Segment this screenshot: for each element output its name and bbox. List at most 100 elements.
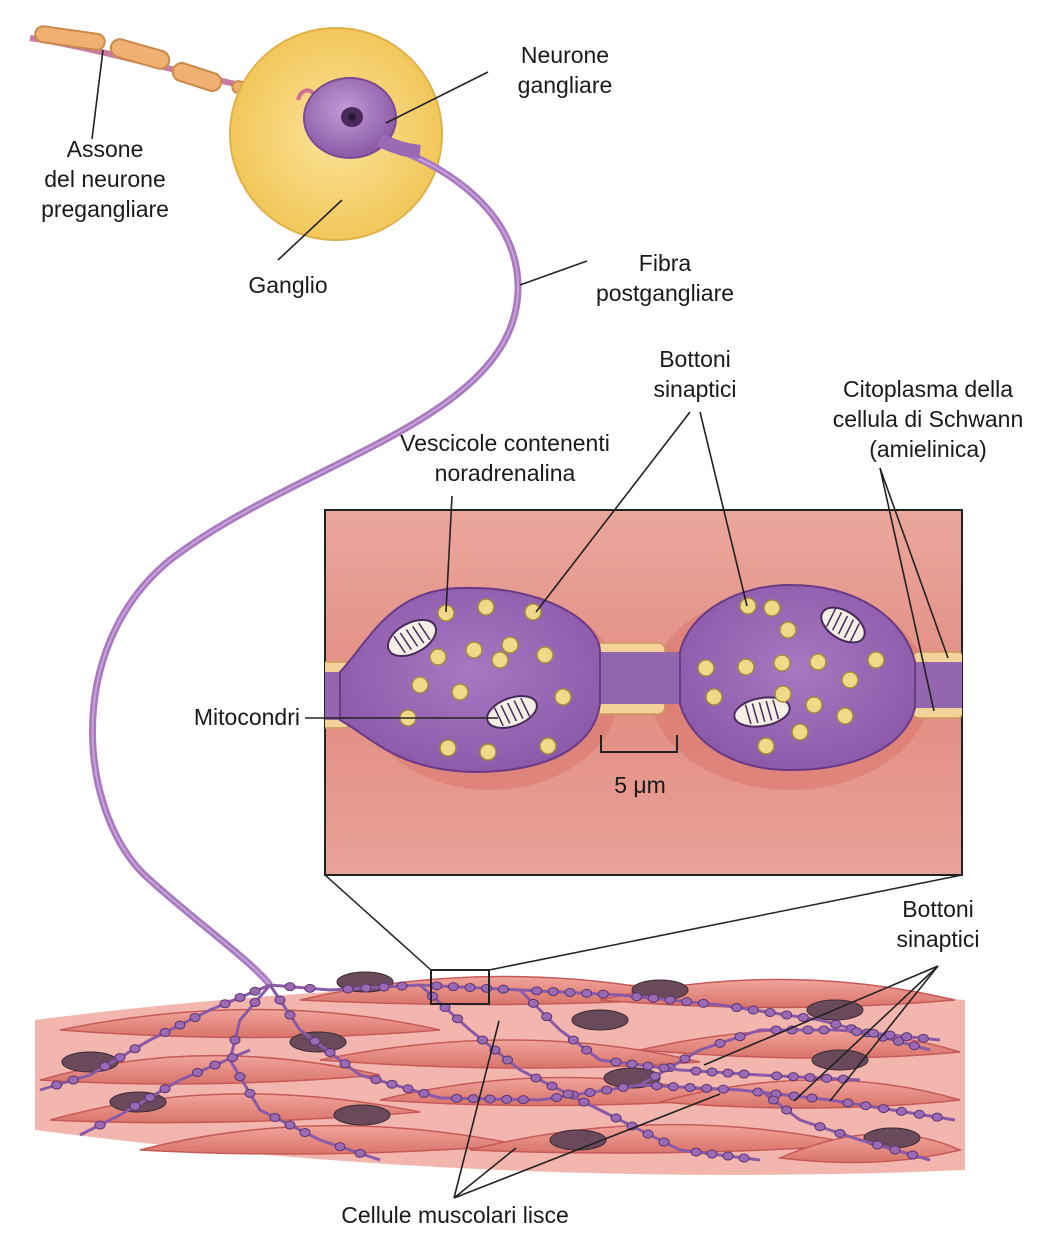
varicosity xyxy=(130,1102,140,1110)
varicosity xyxy=(518,1096,528,1104)
vesicle xyxy=(810,654,826,670)
varicosity xyxy=(748,1006,758,1014)
varicosity xyxy=(230,1036,240,1044)
varicosity xyxy=(611,1114,621,1122)
label-ganglion: Ganglio xyxy=(228,270,348,300)
varicosity xyxy=(310,1037,320,1045)
varicosity xyxy=(908,1151,918,1159)
varicosity xyxy=(100,1062,110,1070)
varicosity xyxy=(563,1090,573,1098)
vesicle xyxy=(478,599,494,615)
varicosity xyxy=(468,1095,478,1103)
varicosity xyxy=(582,989,592,997)
vesicle xyxy=(452,684,468,700)
varicosity xyxy=(190,1014,200,1022)
varicosity xyxy=(245,1089,255,1097)
varicosity xyxy=(478,1036,488,1044)
varicosity xyxy=(685,1084,695,1092)
varicosity xyxy=(698,999,708,1007)
varicosity xyxy=(819,1026,829,1034)
label-scale: 5 μm xyxy=(580,770,700,800)
vesicle xyxy=(555,689,571,705)
varicosity xyxy=(585,1089,595,1097)
varicosity xyxy=(548,988,558,996)
varicosity xyxy=(665,996,675,1004)
varicosity xyxy=(652,1082,662,1090)
varicosity xyxy=(598,990,608,998)
varicosity xyxy=(453,1015,463,1023)
varicosity xyxy=(503,1056,513,1064)
varicosity xyxy=(861,1102,871,1110)
varicosity xyxy=(650,1072,660,1080)
label-vesicles: Vescicole contenentinoradrenalina xyxy=(360,428,650,488)
varicosity xyxy=(723,1069,733,1077)
varicosity xyxy=(275,996,285,1004)
muscle-nucleus xyxy=(334,1105,390,1125)
varicosity xyxy=(772,1072,782,1080)
varicosity xyxy=(428,992,438,1000)
varicosity xyxy=(707,1150,717,1158)
varicosity xyxy=(890,1146,900,1154)
vesicle xyxy=(706,689,722,705)
varicosity xyxy=(343,985,353,993)
varicosity xyxy=(552,1094,562,1102)
varicosity xyxy=(270,1114,280,1122)
varicosity xyxy=(532,987,542,995)
varicosity xyxy=(680,1055,690,1063)
varicosity xyxy=(822,1074,832,1082)
vesicle xyxy=(430,649,446,665)
varicosity xyxy=(300,1129,310,1137)
vesicle xyxy=(764,600,780,616)
varicosity xyxy=(531,1074,541,1082)
varicosity xyxy=(788,1073,798,1081)
smooth-muscle-tissue xyxy=(35,972,965,1175)
varicosity xyxy=(627,1060,637,1068)
varicosity xyxy=(325,1049,335,1057)
vesicle xyxy=(758,738,774,754)
varicosity xyxy=(815,1123,825,1131)
varicosity xyxy=(682,998,692,1006)
varicosity xyxy=(735,1033,745,1041)
varicosity xyxy=(691,1067,701,1075)
varicosity xyxy=(643,1130,653,1138)
varicosity xyxy=(739,1154,749,1162)
varicosity xyxy=(707,1068,717,1076)
varicosity xyxy=(914,1110,924,1118)
varicosity xyxy=(909,1042,919,1050)
varicosity xyxy=(632,993,642,1001)
vesicle xyxy=(502,637,518,653)
varicosity xyxy=(403,1085,413,1093)
varicosity xyxy=(397,982,407,990)
varicosity xyxy=(918,1034,928,1042)
vesicle xyxy=(540,738,556,754)
varicosity xyxy=(482,984,492,992)
varicosity xyxy=(250,999,260,1007)
vesicle xyxy=(868,652,884,668)
varicosity xyxy=(852,1028,862,1036)
varicosity xyxy=(452,1094,462,1102)
varicosity xyxy=(361,984,371,992)
varicosity xyxy=(582,1046,592,1054)
varicosity xyxy=(542,1013,552,1021)
varicosity xyxy=(602,1086,612,1094)
varicosity xyxy=(68,1076,78,1084)
vesicle xyxy=(774,655,790,671)
vesicle xyxy=(698,660,714,676)
varicosity xyxy=(547,1082,557,1090)
varicosity xyxy=(768,1096,778,1104)
varicosity xyxy=(130,1045,140,1053)
varicosity xyxy=(160,1029,170,1037)
varicosity xyxy=(568,1036,578,1044)
vesicle xyxy=(806,697,822,713)
varicosity xyxy=(160,1085,170,1093)
varicosity xyxy=(210,1061,220,1069)
vesicle xyxy=(492,652,508,668)
varicosity xyxy=(782,1106,792,1114)
varicosity xyxy=(419,1089,429,1097)
vesicle xyxy=(525,604,541,620)
vesicle xyxy=(842,672,858,688)
varicosity xyxy=(485,1095,495,1103)
label-ganglion-neuron: Neuronegangliare xyxy=(490,40,640,100)
